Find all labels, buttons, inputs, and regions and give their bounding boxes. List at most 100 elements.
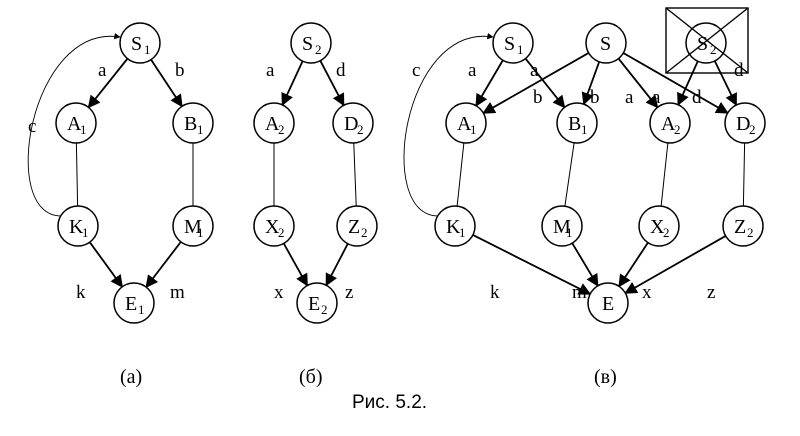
edge-c_K1-c_E [472,234,592,295]
node-b-d2-subscript: 2 [357,122,364,137]
edge-label-c-a-extra: a [625,87,634,108]
edge-c_A1-c_K1 [456,142,465,207]
edge-label-a_S1-a_A1: a [98,60,107,81]
edge-c_Z2-c_E [624,235,727,294]
edge-label-c-b-extra: b [533,87,543,108]
edge-label-c_S-c_A2: a [652,87,661,108]
edge-label-c_X2-c_E: x [642,282,652,303]
node-c-k1: K1 [434,205,476,247]
node-c-k1-subscript: 1 [459,225,466,240]
node-c-a1-label: A [457,113,472,135]
node-c-z2-subscript: 2 [747,225,754,240]
edge-c_S-c_A1 [482,52,590,114]
node-c-b1-subscript: 1 [581,122,588,137]
node-b-e2-label: E [308,293,320,315]
panel-label-b: (б) [299,366,323,388]
node-c-x2-label: X [650,216,665,238]
edge-c_A2-c_X2 [660,142,669,207]
node-b-s2-label: S [302,33,313,55]
edge-label-c_S2-c_A2: d [692,87,702,108]
edge-label-b_S2-b_A2: a [266,60,275,81]
edge-c_B1-c_M1 [564,142,575,207]
node-a-s1-label: S [131,33,142,55]
edge-a_K1-a_E1 [89,241,123,288]
node-c-d2: D2 [724,102,766,144]
edge-c_S-c_B1 [581,61,601,106]
node-c-z2-label: Z [734,216,746,238]
node-c-s-label: S [600,33,611,55]
edge-a_M1-a_E1 [145,241,182,289]
node-b-s2-subscript: 2 [315,42,322,57]
edge-c_M1-c_E [571,242,599,287]
node-layer: S1A1B1K1M1E1S2A2D2X2Z2E2S1SS2A1B1A2D2K1M… [55,22,766,324]
edge-label-a_K1-a_S1: c [28,116,36,137]
edge-label-c_S2-c_D2: d [734,60,744,81]
node-c-e: E [587,282,629,324]
node-b-a2-label: A [265,113,280,135]
node-c-a2-label: A [661,113,676,135]
node-c-b1-label: B [568,113,581,135]
node-a-s1-subscript: 1 [144,42,151,57]
edge-label-a_M1-a_E1: m [170,282,185,303]
node-b-d2-label: D [344,113,358,135]
edge-a_S1-a_B1 [150,59,183,108]
edge-b_Z2-b_E2 [325,243,349,287]
node-c-m1-label: M [553,216,571,238]
edge-label-c_Z2-c_E: z [707,282,715,303]
node-b-d2: D2 [332,102,374,144]
node-b-x2: X2 [253,205,295,247]
node-a-m1-label: M [184,216,202,238]
node-a-k1: K1 [57,205,99,247]
node-c-a1: A1 [445,102,487,144]
edge-label-c_S1-c_B1: a [530,60,539,81]
node-b-z2-label: Z [348,216,360,238]
node-c-m1: M1 [541,205,583,247]
node-c-e-label: E [602,293,614,315]
edge-a_A1-a_K1 [75,142,79,207]
panel-label-a: (а) [120,366,142,388]
node-a-b1-label: B [184,113,197,135]
edge-b_S2-b_D2 [319,60,345,107]
node-c-x2: X2 [638,205,680,247]
edge-label-c_S-c_B1: b [590,87,600,108]
edge-label-a_S1-a_B1: b [175,60,185,81]
edge-c_X2-c_E [618,242,649,288]
node-c-d2-subscript: 2 [749,122,756,137]
node-a-b1-subscript: 1 [197,122,204,137]
node-a-a1-label: A [67,113,82,135]
edge-c_D2-c_Z2 [742,142,746,207]
edge-c_S-c_D2 [622,52,729,114]
label-layer: b a (а) (б) (в) Рис. 5.2. [120,7,749,413]
node-b-z2-subscript: 2 [361,225,368,240]
node-b-x2-subscript: 2 [278,225,285,240]
node-b-a2-subscript: 2 [278,122,285,137]
node-c-a2-subscript: 2 [674,122,681,137]
edge-label-c_M1-c_E: m [572,282,587,303]
node-c-s1-label: S [504,33,515,55]
node-a-k1-label: K [69,216,84,238]
edge-c_S-c_A2 [617,58,659,109]
node-a-a1-subscript: 1 [80,122,87,137]
node-c-d2-label: D [736,113,750,135]
edge-b_S2-b_A2 [281,60,304,106]
node-c-a2: A2 [649,102,691,144]
edge-c_S1-c_A1 [475,59,504,107]
node-c-m1-subscript: 1 [566,225,573,240]
edge-c_S1-c_B1 [524,58,566,109]
node-c-s: S [585,22,627,64]
node-b-x2-label: X [265,216,280,238]
node-a-e1-subscript: 1 [138,302,145,317]
edge-label-c_K1-c_E: k [490,282,500,303]
node-a-a1: A1 [55,102,97,144]
node-b-a2: A2 [253,102,295,144]
